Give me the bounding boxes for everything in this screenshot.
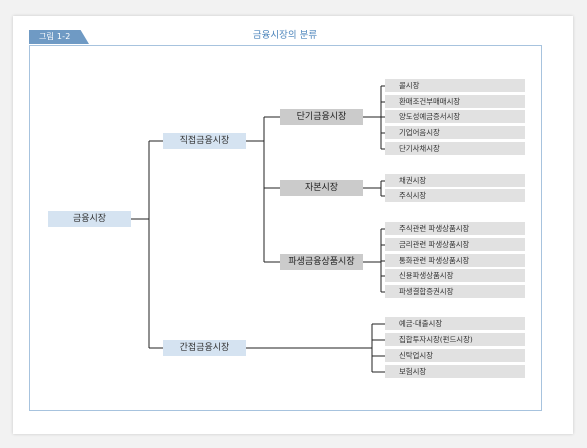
leaf-indirect-item: 보험시장 bbox=[385, 365, 525, 378]
leaf-derivatives-item: 통화관련 파생상품시장 bbox=[385, 254, 525, 267]
leaf-short-term-item: 양도성예금증서시장 bbox=[385, 110, 525, 123]
leaf-short-term-item: 단기사채시장 bbox=[385, 142, 525, 155]
node-indirect-finance-market: 간접금융시장 bbox=[163, 340, 246, 356]
leaf-capital-item: 주식시장 bbox=[385, 189, 525, 202]
leaf-derivatives-item: 파생결합증권시장 bbox=[385, 285, 525, 298]
diagram-frame bbox=[29, 45, 542, 411]
leaf-indirect-item: 신탁업시장 bbox=[385, 349, 525, 362]
figure-number-badge: 그림 1-2 bbox=[29, 30, 89, 44]
node-financial-market: 금융시장 bbox=[48, 211, 131, 227]
node-direct-finance-market: 직접금융시장 bbox=[163, 133, 246, 149]
leaf-short-term-item: 기업어음시장 bbox=[385, 126, 525, 139]
leaf-derivatives-item: 주식관련 파생상품시장 bbox=[385, 222, 525, 235]
leaf-short-term-item: 환매조건부매매시장 bbox=[385, 95, 525, 108]
leaf-short-term-item: 콜시장 bbox=[385, 79, 525, 92]
leaf-derivatives-item: 신용파생상품시장 bbox=[385, 269, 525, 282]
leaf-indirect-item: 예금·대출시장 bbox=[385, 317, 525, 330]
node-derivatives-market: 파생금융상품시장 bbox=[280, 254, 363, 270]
figure-title: 금융시장의 분류 bbox=[252, 30, 318, 41]
node-short-term-money-market: 단기금융시장 bbox=[280, 109, 363, 125]
leaf-capital-item: 채권시장 bbox=[385, 174, 525, 187]
leaf-indirect-item: 집합투자시장(펀드시장) bbox=[385, 333, 525, 346]
leaf-derivatives-item: 금리관련 파생상품시장 bbox=[385, 238, 525, 251]
node-capital-market: 자본시장 bbox=[280, 180, 363, 196]
